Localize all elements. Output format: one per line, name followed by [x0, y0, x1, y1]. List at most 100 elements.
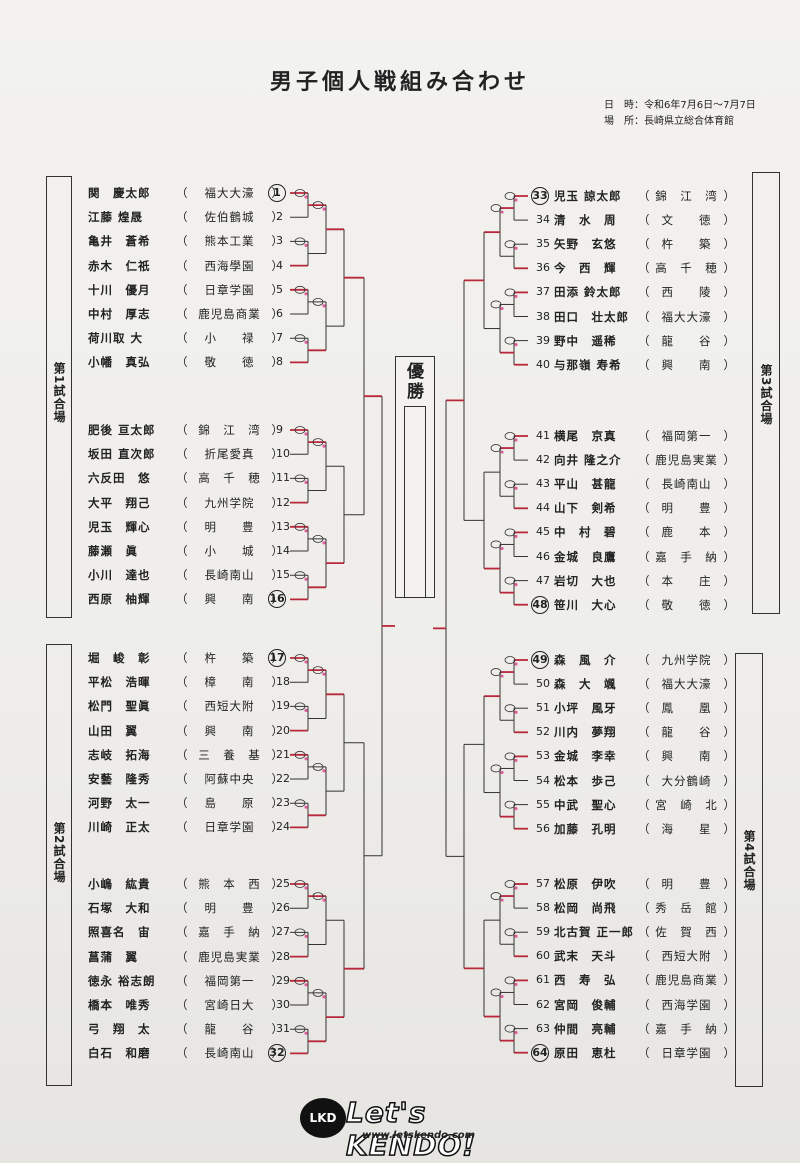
score-mark	[304, 340, 308, 344]
score-mark	[294, 522, 306, 531]
paren-close: ）	[723, 1045, 736, 1060]
player-name: 六反田 悠	[88, 471, 151, 486]
player-number: 33	[531, 187, 549, 205]
player-name: 横尾 京真	[554, 429, 617, 443]
player-school: 西短大附	[661, 949, 712, 964]
paren-close: ）	[723, 525, 736, 540]
paren-close: ）	[271, 796, 284, 811]
player-school: 宮崎日大	[204, 998, 255, 1012]
paren-open: （	[176, 234, 188, 249]
player-row: 菖蒲 翼（鹿児島実業）	[88, 947, 283, 967]
player-row: 安藝 隆秀（阿蘇中央）	[88, 769, 283, 789]
paren-open: （	[176, 544, 188, 558]
score-mark	[514, 534, 518, 539]
player-school: 福岡第一	[661, 429, 712, 443]
paren-close: ）	[271, 901, 284, 916]
player-name: 岩切 大也	[554, 573, 617, 588]
player-number: 5	[276, 282, 283, 296]
player-school: 興 南	[204, 592, 255, 607]
player-row: 矢野 玄悠（杵 築）	[554, 234, 735, 254]
score-mark	[490, 668, 502, 676]
player-name: 照喜名 宙	[88, 925, 151, 940]
player-name: 弓 翔 太	[88, 1022, 151, 1037]
paren-close: ）	[271, 877, 284, 891]
score-mark	[504, 1024, 516, 1033]
score-mark	[504, 336, 516, 345]
score-mark	[304, 577, 308, 581]
paren-close: ）	[271, 772, 284, 786]
paren-open: （	[638, 701, 650, 716]
player-number: 61	[536, 973, 550, 987]
player-number: 60	[536, 949, 550, 963]
court-4-box	[735, 653, 763, 1087]
player-row: 西 寿 弘（鹿児島商業）	[554, 970, 735, 990]
player-school: 西短大附	[204, 699, 255, 714]
player-name: 平山 甚龍	[554, 477, 617, 492]
score-mark	[514, 934, 518, 938]
paren-open: （	[638, 213, 650, 228]
paren-open: （	[638, 997, 650, 1012]
player-number: 11	[276, 471, 290, 485]
paren-close: ）	[271, 998, 284, 1012]
player-name: 山下 剣希	[554, 501, 617, 516]
paren-close: ）	[271, 699, 284, 714]
player-name: 大平 翔己	[88, 495, 151, 510]
paren-close: ）	[271, 925, 284, 940]
player-name: 河野 太一	[88, 796, 151, 811]
court-3-box	[752, 172, 780, 614]
player-name: 十川 優月	[88, 282, 151, 297]
player-school: 日章学園	[204, 820, 255, 835]
paren-open: （	[638, 973, 650, 988]
paren-open: （	[638, 573, 650, 588]
score-mark	[304, 886, 308, 890]
player-school: 明 豊	[204, 901, 255, 916]
player-number: 64	[531, 1043, 549, 1062]
paren-close: ）	[271, 568, 284, 583]
player-name: 亀井 蒼希	[88, 234, 151, 249]
player-number: 49	[531, 651, 549, 669]
player-row: 笹川 大心（敬 徳）	[554, 595, 735, 615]
score-mark	[322, 898, 326, 902]
paren-close: ）	[723, 1021, 736, 1036]
paren-open: （	[176, 772, 188, 786]
paren-open: （	[176, 1022, 188, 1037]
player-school: 福大大濠	[661, 309, 712, 324]
player-school: 鹿児島実業	[198, 949, 261, 964]
paren-close: ）	[723, 213, 736, 228]
score-mark	[490, 764, 502, 773]
player-school: 佐 賀 西	[655, 925, 718, 940]
player-number: 16	[268, 590, 286, 609]
paren-close: ）	[271, 820, 284, 835]
player-row: 加藤 孔明（海 星）	[554, 819, 735, 839]
score-mark	[514, 886, 518, 890]
paren-close: ）	[271, 973, 284, 988]
player-row: 松門 聖眞（西短大附）	[88, 696, 283, 716]
score-mark	[304, 292, 308, 296]
paren-open: （	[638, 749, 650, 764]
court-4-label: 第4試合場	[742, 830, 756, 892]
score-mark	[322, 207, 326, 211]
final-inner-box	[404, 406, 426, 597]
player-name: 田添 鈴太郎	[554, 285, 622, 300]
player-name: 金城 良鷹	[554, 549, 617, 564]
score-mark	[514, 438, 518, 442]
paren-open: （	[176, 877, 188, 891]
player-name: 松岡 尚飛	[554, 901, 617, 916]
paren-open: （	[176, 699, 188, 714]
score-mark	[490, 892, 502, 900]
player-name: 中 村 碧	[554, 525, 617, 540]
player-number: 20	[276, 723, 290, 737]
score-mark	[504, 528, 516, 537]
player-row: 十川 優月（日章学園）	[88, 280, 283, 300]
score-mark	[312, 297, 324, 306]
player-number: 2	[276, 210, 283, 224]
paren-close: ）	[723, 477, 736, 492]
venue-line: 場 所：長崎県立総合体育館	[604, 112, 734, 127]
paren-open: （	[638, 429, 650, 443]
player-row: 河野 太一（島 原）	[88, 793, 283, 813]
paren-close: ）	[723, 189, 736, 203]
player-number: 4	[276, 258, 283, 272]
player-row: 原田 恵杜（日章学園）	[554, 1043, 735, 1063]
paren-close: ）	[723, 597, 736, 612]
player-row: 平松 浩暉（樟 南）	[88, 672, 283, 692]
